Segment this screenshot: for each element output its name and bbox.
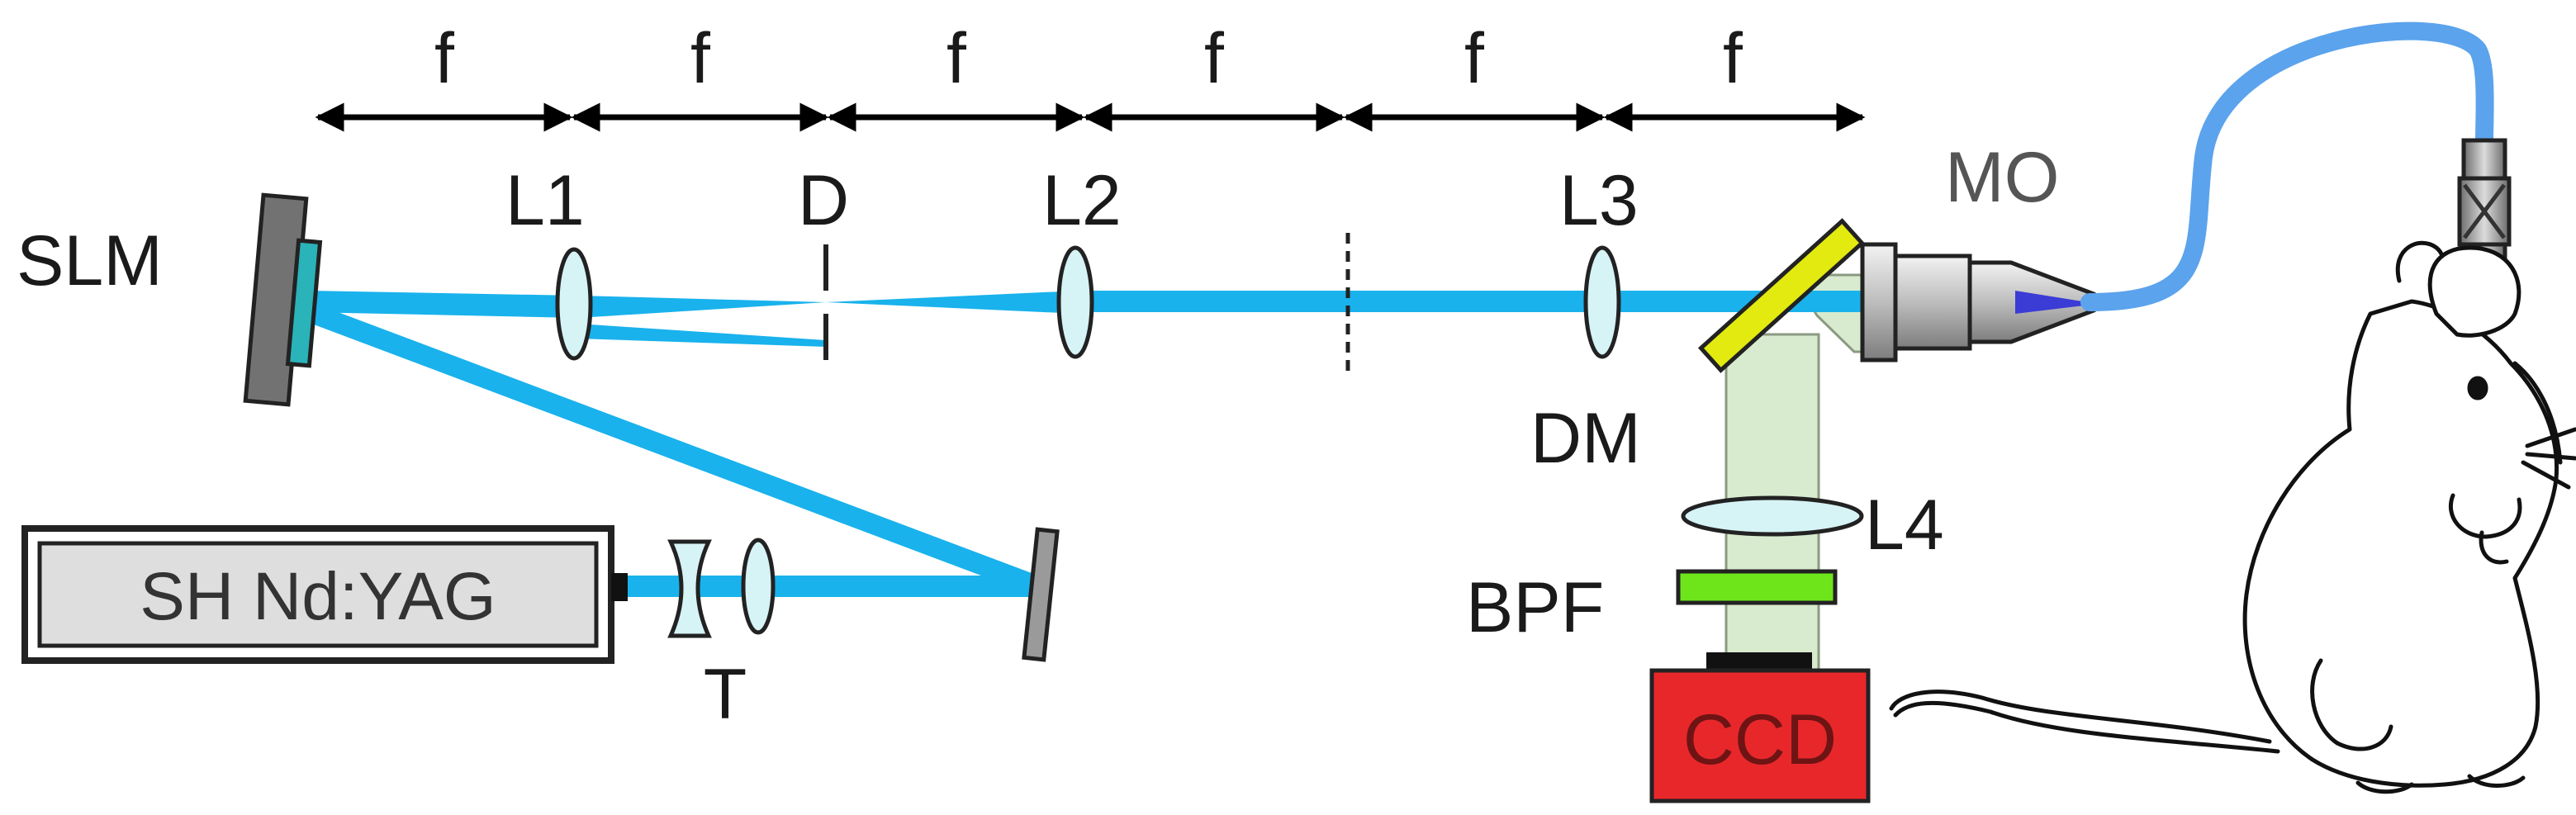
l1-label: L1 <box>505 161 585 240</box>
convex-lens <box>741 538 776 635</box>
ccd-camera <box>1649 652 1871 803</box>
spatial-light-modulator <box>243 192 323 407</box>
dm-label: DM <box>1530 399 1641 478</box>
laser-label: SH Nd:YAG <box>140 559 496 634</box>
lens-l4 <box>1681 495 1864 537</box>
laser-source <box>21 525 628 664</box>
telescope-label: T <box>704 655 747 734</box>
distance-label: f <box>1723 19 1743 98</box>
l2-label: L2 <box>1042 161 1122 240</box>
ccd-label: CCD <box>1683 700 1837 779</box>
l4-label: L4 <box>1865 486 1944 565</box>
distance-label: f <box>1204 19 1225 98</box>
distance-label: f <box>690 19 711 98</box>
bpf-label: BPF <box>1466 568 1604 647</box>
focal-distance-arrows: f f f f f f <box>315 19 1866 132</box>
lens-l2 <box>1056 245 1094 359</box>
slm-label: SLM <box>17 221 163 301</box>
l3-label: L3 <box>1559 161 1639 240</box>
distance-label: f <box>1464 19 1485 98</box>
distance-label: f <box>434 19 455 98</box>
distance-label: f <box>946 19 967 98</box>
mouse-illustration <box>1889 240 2576 794</box>
microscope-objective <box>1860 242 2098 362</box>
dichroic-mirror <box>1697 218 1866 373</box>
lens-l3 <box>1583 245 1621 359</box>
telescope <box>667 538 776 638</box>
concave-lens <box>667 539 712 638</box>
diaphragm-label: D <box>798 161 849 240</box>
bandpass-filter <box>1676 569 1838 605</box>
lens-l1 <box>555 247 593 361</box>
mo-label: MO <box>1945 138 2060 217</box>
steering-mirror <box>1022 527 1060 662</box>
optical-fiber <box>2080 21 2494 311</box>
